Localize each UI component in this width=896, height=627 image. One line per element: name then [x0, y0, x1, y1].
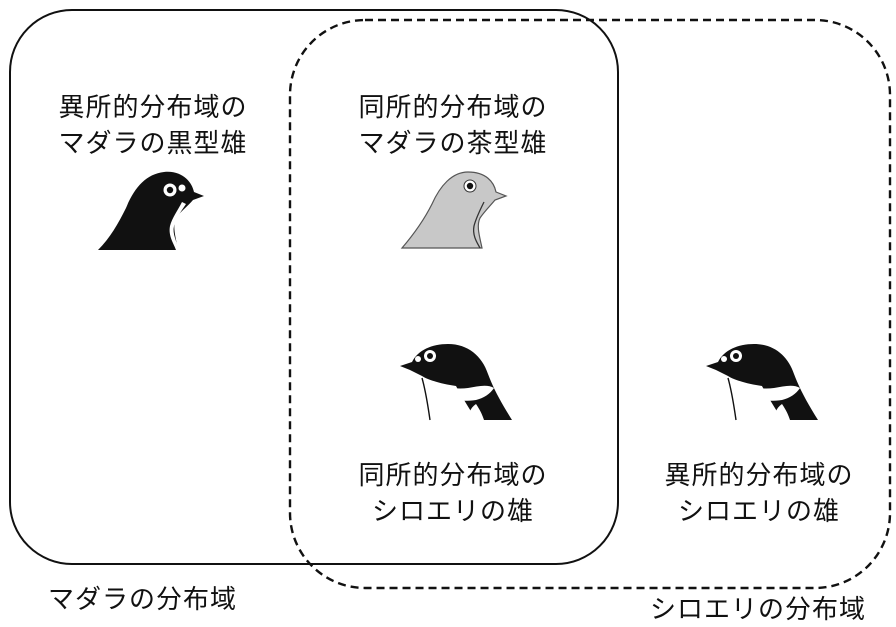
- label-line-2: マダラの黒型雄: [58, 129, 248, 159]
- madara-range-label: マダラの分布域: [48, 585, 238, 615]
- label-sympatric-shiroeri: 同所的分布域の シロエリの雄: [348, 458, 558, 530]
- label-line-2: シロエリの雄: [677, 497, 840, 527]
- label-allopatric-shiroeri: 異所的分布域の シロエリの雄: [654, 458, 864, 530]
- label-allopatric-madara-black: 異所的分布域の マダラの黒型雄: [48, 90, 258, 162]
- label-line-2: マダラの茶型雄: [358, 129, 548, 159]
- label-line-2: シロエリの雄: [371, 497, 534, 527]
- label-line-1: 異所的分布域の: [664, 461, 854, 491]
- shiroeri-range-label: シロエリの分布域: [650, 595, 867, 625]
- label-line-1: 異所的分布域の: [58, 93, 248, 123]
- label-line-1: 同所的分布域の: [358, 461, 548, 491]
- collared-flycatcher-icon: [400, 344, 512, 421]
- collared-flycatcher-icon: [706, 344, 818, 421]
- madara-range-boundary: [9, 9, 619, 565]
- brown-morph-pied-flycatcher-icon: [400, 171, 508, 249]
- black-morph-pied-flycatcher-icon: [98, 171, 204, 250]
- shiroeri-range-boundary: [288, 18, 892, 590]
- label-sympatric-madara-brown: 同所的分布域の マダラの茶型雄: [348, 90, 558, 162]
- label-line-1: 同所的分布域の: [358, 93, 548, 123]
